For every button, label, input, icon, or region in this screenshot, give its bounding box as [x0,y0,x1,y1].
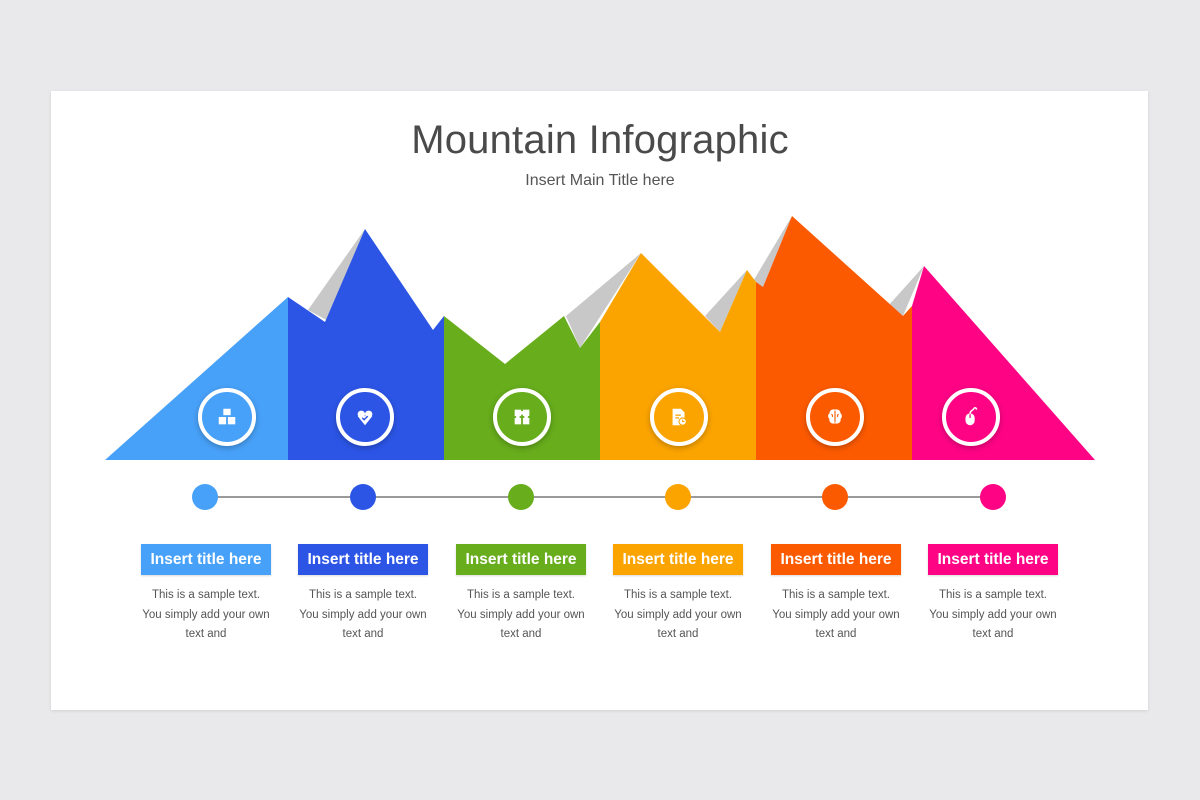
step-title-5: Insert title here [771,544,901,575]
step-description-5: This is a sample text. You simply add yo… [761,586,911,645]
mountain-segment-1 [105,297,288,460]
mountain-segment-5 [756,216,912,460]
document-clock-icon [650,388,708,446]
mountain-shadow-4 [752,216,792,287]
step-description-line: You simply add your own [929,608,1057,621]
timeline-connector [205,496,993,498]
step-description-line: You simply add your own [614,608,742,621]
timeline-dot-5 [822,484,848,510]
step-description-line: This is a sample text. [308,589,417,601]
step-description-line: text and [185,628,227,640]
step-description-line: This is a sample text. [466,589,575,601]
timeline-dot-4 [665,484,691,510]
step-description-3: This is a sample text. You simply add yo… [446,586,596,645]
mountain-shadow-2 [566,253,641,348]
cubes-icon [198,388,256,446]
mountain-segment-6 [912,266,1095,460]
mountain-shadow-3 [705,270,747,332]
puzzle-icon [493,388,551,446]
step-description-1: This is a sample text. You simply add yo… [131,586,281,645]
timeline-dot-3 [508,484,534,510]
step-description-line: You simply add your own [142,608,270,621]
step-description-line: You simply add your own [457,608,585,621]
timeline-dot-6 [980,484,1006,510]
mountain-segment-2 [288,229,444,460]
mountain-shadow-1 [308,229,365,322]
page-subtitle: Insert Main Title here [525,172,675,189]
step-description-2: This is a sample text. You simply add yo… [288,586,438,645]
brain-icon [806,388,864,446]
step-description-line: text and [500,628,542,640]
step-description-line: text and [815,628,857,640]
step-title-4: Insert title here [613,544,743,575]
step-description-line: This is a sample text. [623,589,732,601]
page-title: Mountain Infographic [411,118,789,162]
step-title-2: Insert title here [298,544,428,575]
step-description-line: text and [657,628,699,640]
step-description-4: This is a sample text. You simply add yo… [603,586,753,645]
timeline-dot-1 [192,484,218,510]
step-title-3: Insert title here [456,544,586,575]
step-description-line: You simply add your own [299,608,427,621]
mountain-shadow-5 [888,266,924,316]
mountain-segment-4 [600,253,756,460]
step-description-line: This is a sample text. [781,589,890,601]
mouse-icon [942,388,1000,446]
heart-hands-icon [336,388,394,446]
step-title-1: Insert title here [141,544,271,575]
step-description-line: text and [342,628,384,640]
step-description-line: This is a sample text. [151,589,260,601]
step-description-6: This is a sample text. You simply add yo… [918,586,1068,645]
step-description-line: You simply add your own [772,608,900,621]
step-description-line: text and [972,628,1014,640]
timeline-dot-2 [350,484,376,510]
step-description-line: This is a sample text. [938,589,1047,601]
step-title-6: Insert title here [928,544,1058,575]
